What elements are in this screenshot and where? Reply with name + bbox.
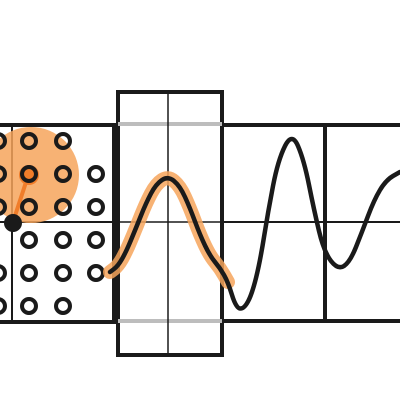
highlight-disk [0,127,79,223]
ring-cell [20,132,38,150]
ring-cell [20,198,38,216]
ring-cell [20,297,38,315]
ring-cell [87,264,105,282]
ring-cell [54,297,72,315]
ring-cell [87,198,105,216]
filled-dot [4,214,22,232]
grid-panel [0,123,116,324]
ring-cell [20,264,38,282]
ring-cell [54,264,72,282]
highlight-pointer-line [11,174,30,224]
ring-cells [0,132,105,315]
ring-cell [0,264,7,282]
ring-cell [87,231,105,249]
ring-cell [0,198,7,216]
ring-cell [0,165,7,183]
ring-cell [20,165,38,183]
ring-cell [0,297,7,315]
ring-cell [0,132,7,150]
ring-cell [54,231,72,249]
ring-cell [20,231,38,249]
ring-cell [54,165,72,183]
ring-cell [87,165,105,183]
ring-cell [54,198,72,216]
waveform-line [107,136,400,311]
ring-cell [54,132,72,150]
